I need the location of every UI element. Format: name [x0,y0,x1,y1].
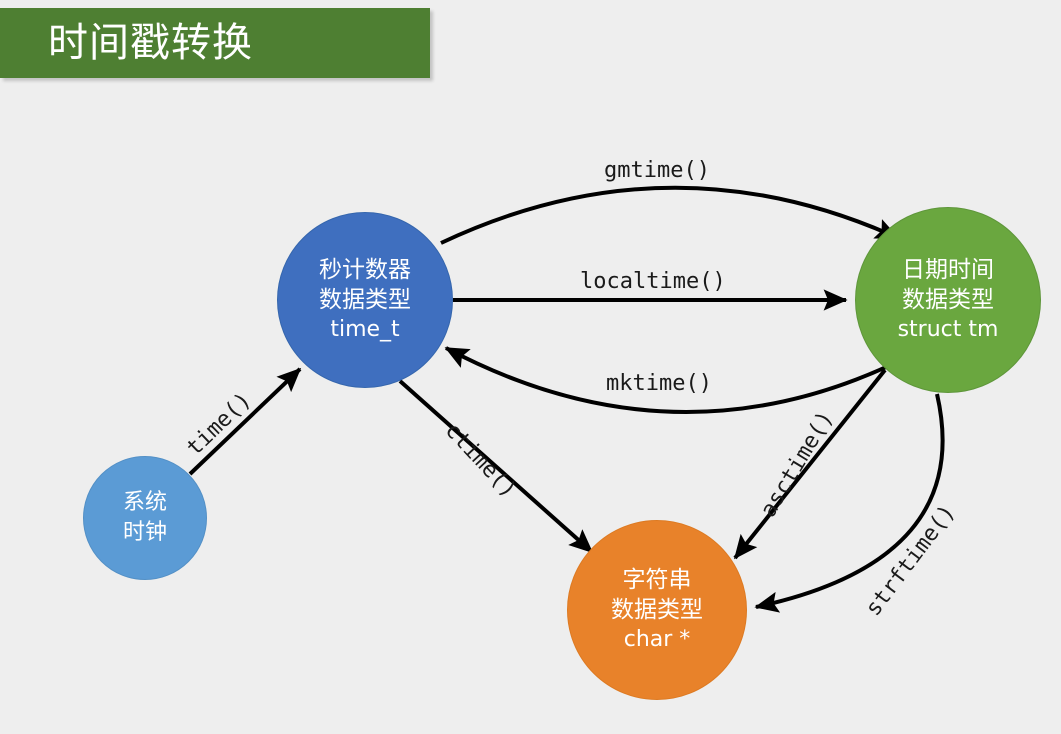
edge-asctime [733,368,887,560]
node-char-ptr-line3: char * [623,627,691,652]
node-char-ptr-line1: 字符串 [622,567,692,593]
edge-time [188,367,302,476]
node-time-t-line2: 数据类型 [319,287,411,313]
edge-mktime [444,346,896,414]
title-banner: 时间戳转换 [0,8,430,78]
edge-label-gmtime: gmtime() [604,158,710,183]
node-time-t-line1: 秒计数器 [319,257,411,283]
page-title: 时间戳转换 [48,20,253,66]
node-struct-tm-line1: 日期时间 [902,257,994,283]
node-struct-tm-line2: 数据类型 [902,287,994,313]
node-char-ptr-line2: 数据类型 [611,597,703,623]
edge-ctime [398,379,594,554]
node-time-t-line3: time_t [330,317,400,342]
edge-strftime [754,393,945,613]
node-struct-tm-line3: struct tm [897,317,999,342]
node-struct-tm[interactable]: 日期时间 数据类型 struct tm [855,207,1041,393]
node-char-ptr[interactable]: 字符串 数据类型 char * [567,520,747,700]
node-system-clock-line1: 系统 [122,490,167,515]
edge-gmtime [440,185,900,245]
node-system-clock-line2: 时钟 [122,520,167,545]
edge-label-mktime: mktime() [606,371,712,396]
node-time-t[interactable]: 秒计数器 数据类型 time_t [277,212,453,388]
node-system-clock[interactable]: 系统 时钟 [83,456,207,580]
edge-label-localtime: localtime() [580,269,726,294]
